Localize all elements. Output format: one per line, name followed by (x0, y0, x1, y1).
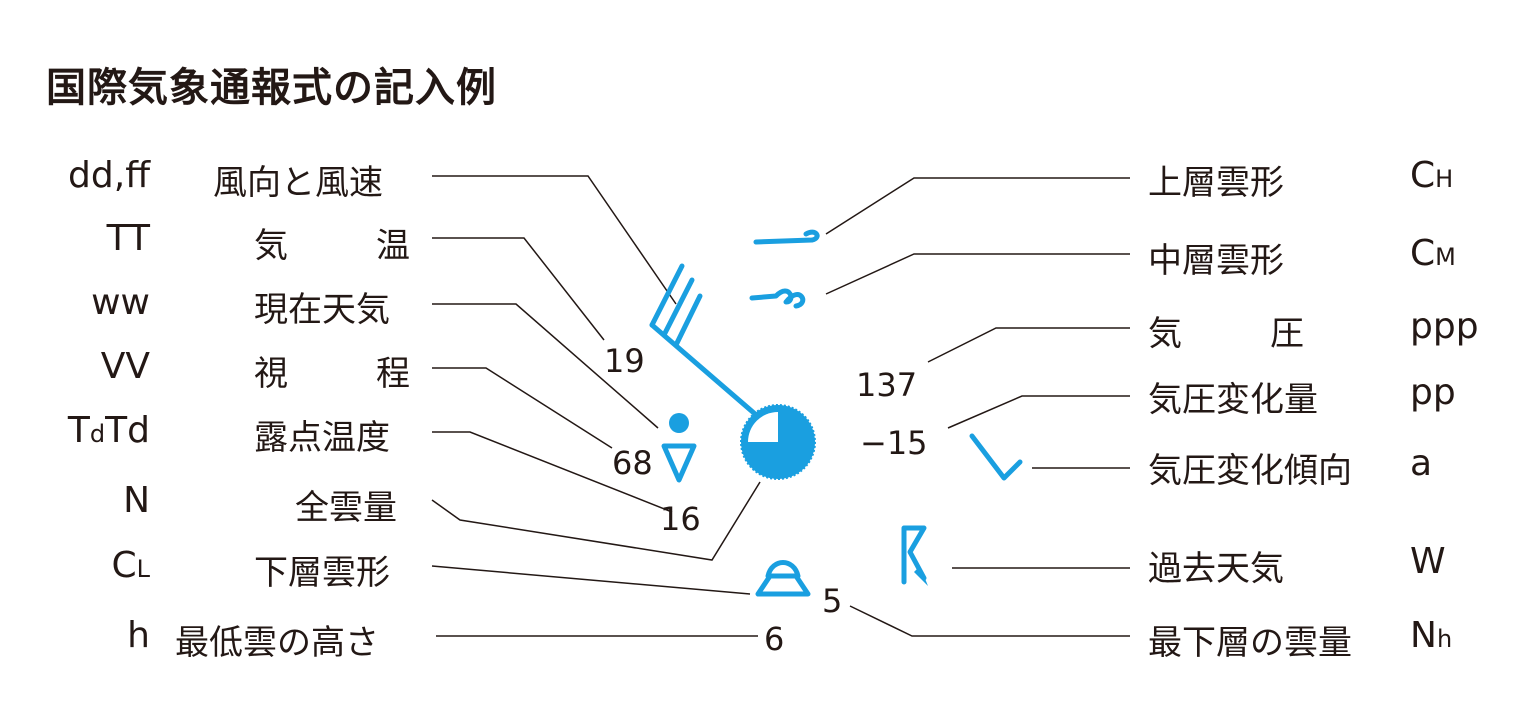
station-circle (740, 404, 816, 480)
code-cloud-height: h (127, 615, 150, 656)
code-present-weather: ww (91, 282, 150, 323)
leader-temperature (432, 237, 605, 341)
station-values: 19 68 16 5 6 137 −15 (604, 342, 928, 658)
code-wind: dd,ff (68, 155, 150, 196)
value-low-cloud-amount: 5 (822, 582, 842, 620)
wind-barb-2 (661, 277, 695, 338)
value-pressure-change: −15 (860, 424, 928, 462)
label-low-cloud-type: 下層雲形 (254, 553, 390, 593)
right-leader-lines (825, 177, 1130, 637)
past-weather-symbol (901, 525, 927, 585)
leader-present-weather (432, 303, 659, 429)
left-leader-lines (431, 175, 761, 637)
leader-total-cloud (431, 481, 761, 561)
past-weather-arrowhead (914, 566, 928, 586)
leader-low-cloud-type (431, 565, 751, 595)
label-total-cloud: 全雲量 (295, 488, 397, 528)
value-dew-point: 16 (660, 500, 701, 538)
code-visibility: VV (100, 346, 150, 387)
leader-pressure (927, 327, 1130, 363)
leader-middle-cloud-type (825, 253, 1130, 295)
high-cloud-symbol (753, 229, 820, 245)
label-lowest-cloud-amount: 最下層の雲量 (1148, 623, 1352, 663)
code-pressure-tendency: a (1410, 443, 1433, 484)
label-middle-cloud-type: 中層雲形 (1148, 241, 1284, 281)
code-low-cloud-type: CL (111, 545, 150, 586)
value-visibility: 68 (612, 444, 653, 482)
leader-visibility (432, 367, 613, 449)
code-dew-point: TdTd (67, 410, 150, 451)
leader-wind (432, 175, 677, 305)
leader-lowest-cloud-amount (849, 605, 1130, 637)
code-high-cloud-type: CH (1410, 155, 1454, 196)
pressure-tendency-symbol (969, 433, 1023, 481)
leader-pressure-change (947, 395, 1130, 429)
code-pressure-change: pp (1410, 372, 1456, 413)
label-cloud-height: 最低雲の高さ (175, 623, 379, 663)
code-total-cloud: N (123, 480, 150, 521)
label-past-weather: 過去天気 (1148, 549, 1284, 589)
value-pressure: 137 (856, 366, 917, 404)
code-past-weather: W (1410, 541, 1446, 582)
wind-barb-3 (673, 293, 703, 348)
wind-shaft (649, 322, 765, 423)
low-cloud-symbol (755, 573, 811, 597)
leader-high-cloud-type (825, 177, 1130, 235)
page-title: 国際気象通報式の記入例 (46, 65, 497, 111)
code-lowest-cloud-amount: Nh (1410, 615, 1453, 656)
present-weather-triangle (661, 443, 697, 483)
label-present-weather: 現在天気 (254, 290, 390, 330)
wind-barb-1 (649, 263, 685, 328)
label-visibility: 視程 (254, 354, 410, 394)
label-dew-point: 露点温度 (254, 418, 390, 458)
code-middle-cloud-type: CM (1410, 233, 1456, 274)
label-pressure: 気圧 (1148, 314, 1304, 354)
middle-cloud-symbol (749, 288, 806, 309)
label-high-cloud-type: 上層雲形 (1148, 163, 1284, 203)
code-pressure: ppp (1410, 306, 1479, 347)
low-cloud-top (765, 560, 801, 579)
label-wind: 風向と風速 (213, 163, 383, 203)
label-pressure-tendency: 気圧変化傾向 (1148, 451, 1352, 491)
present-weather-dot (669, 413, 689, 433)
weather-symbols (649, 229, 1023, 597)
label-pressure-change: 気圧変化量 (1148, 380, 1318, 420)
code-temperature: TT (106, 218, 150, 259)
label-temperature: 気温 (254, 226, 410, 266)
value-cloud-height: 6 (764, 620, 784, 658)
leader-dew-point (432, 431, 673, 513)
value-temperature: 19 (604, 342, 645, 380)
